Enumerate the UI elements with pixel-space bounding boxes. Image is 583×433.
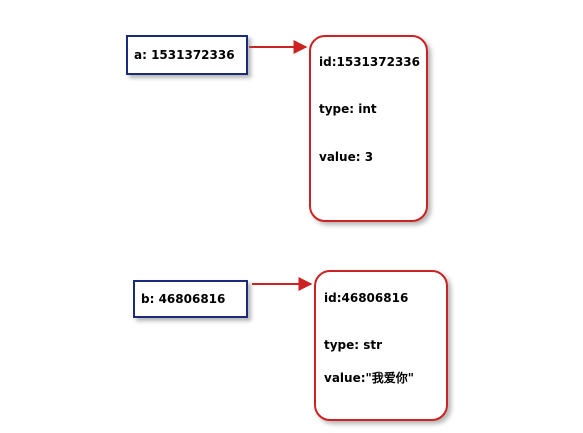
- variable-a-box: a: 1531372336: [126, 35, 248, 75]
- variable-b-label: b: 46806816: [141, 292, 226, 306]
- object-a-value: value: 3: [319, 150, 374, 164]
- object-b-value: value:"我爱你": [324, 371, 415, 385]
- object-a-id: id:1531372336: [319, 55, 420, 69]
- variable-b-box: b: 46806816: [133, 280, 248, 318]
- object-b-box: id:46806816 type: str value:"我爱你": [314, 270, 448, 421]
- object-a-type: type: int: [319, 102, 377, 116]
- variable-a-label: a: 1531372336: [134, 48, 235, 62]
- object-b-type: type: str: [324, 338, 383, 352]
- object-b-id: id:46806816: [324, 291, 409, 305]
- object-a-box: id:1531372336 type: int value: 3: [309, 35, 428, 222]
